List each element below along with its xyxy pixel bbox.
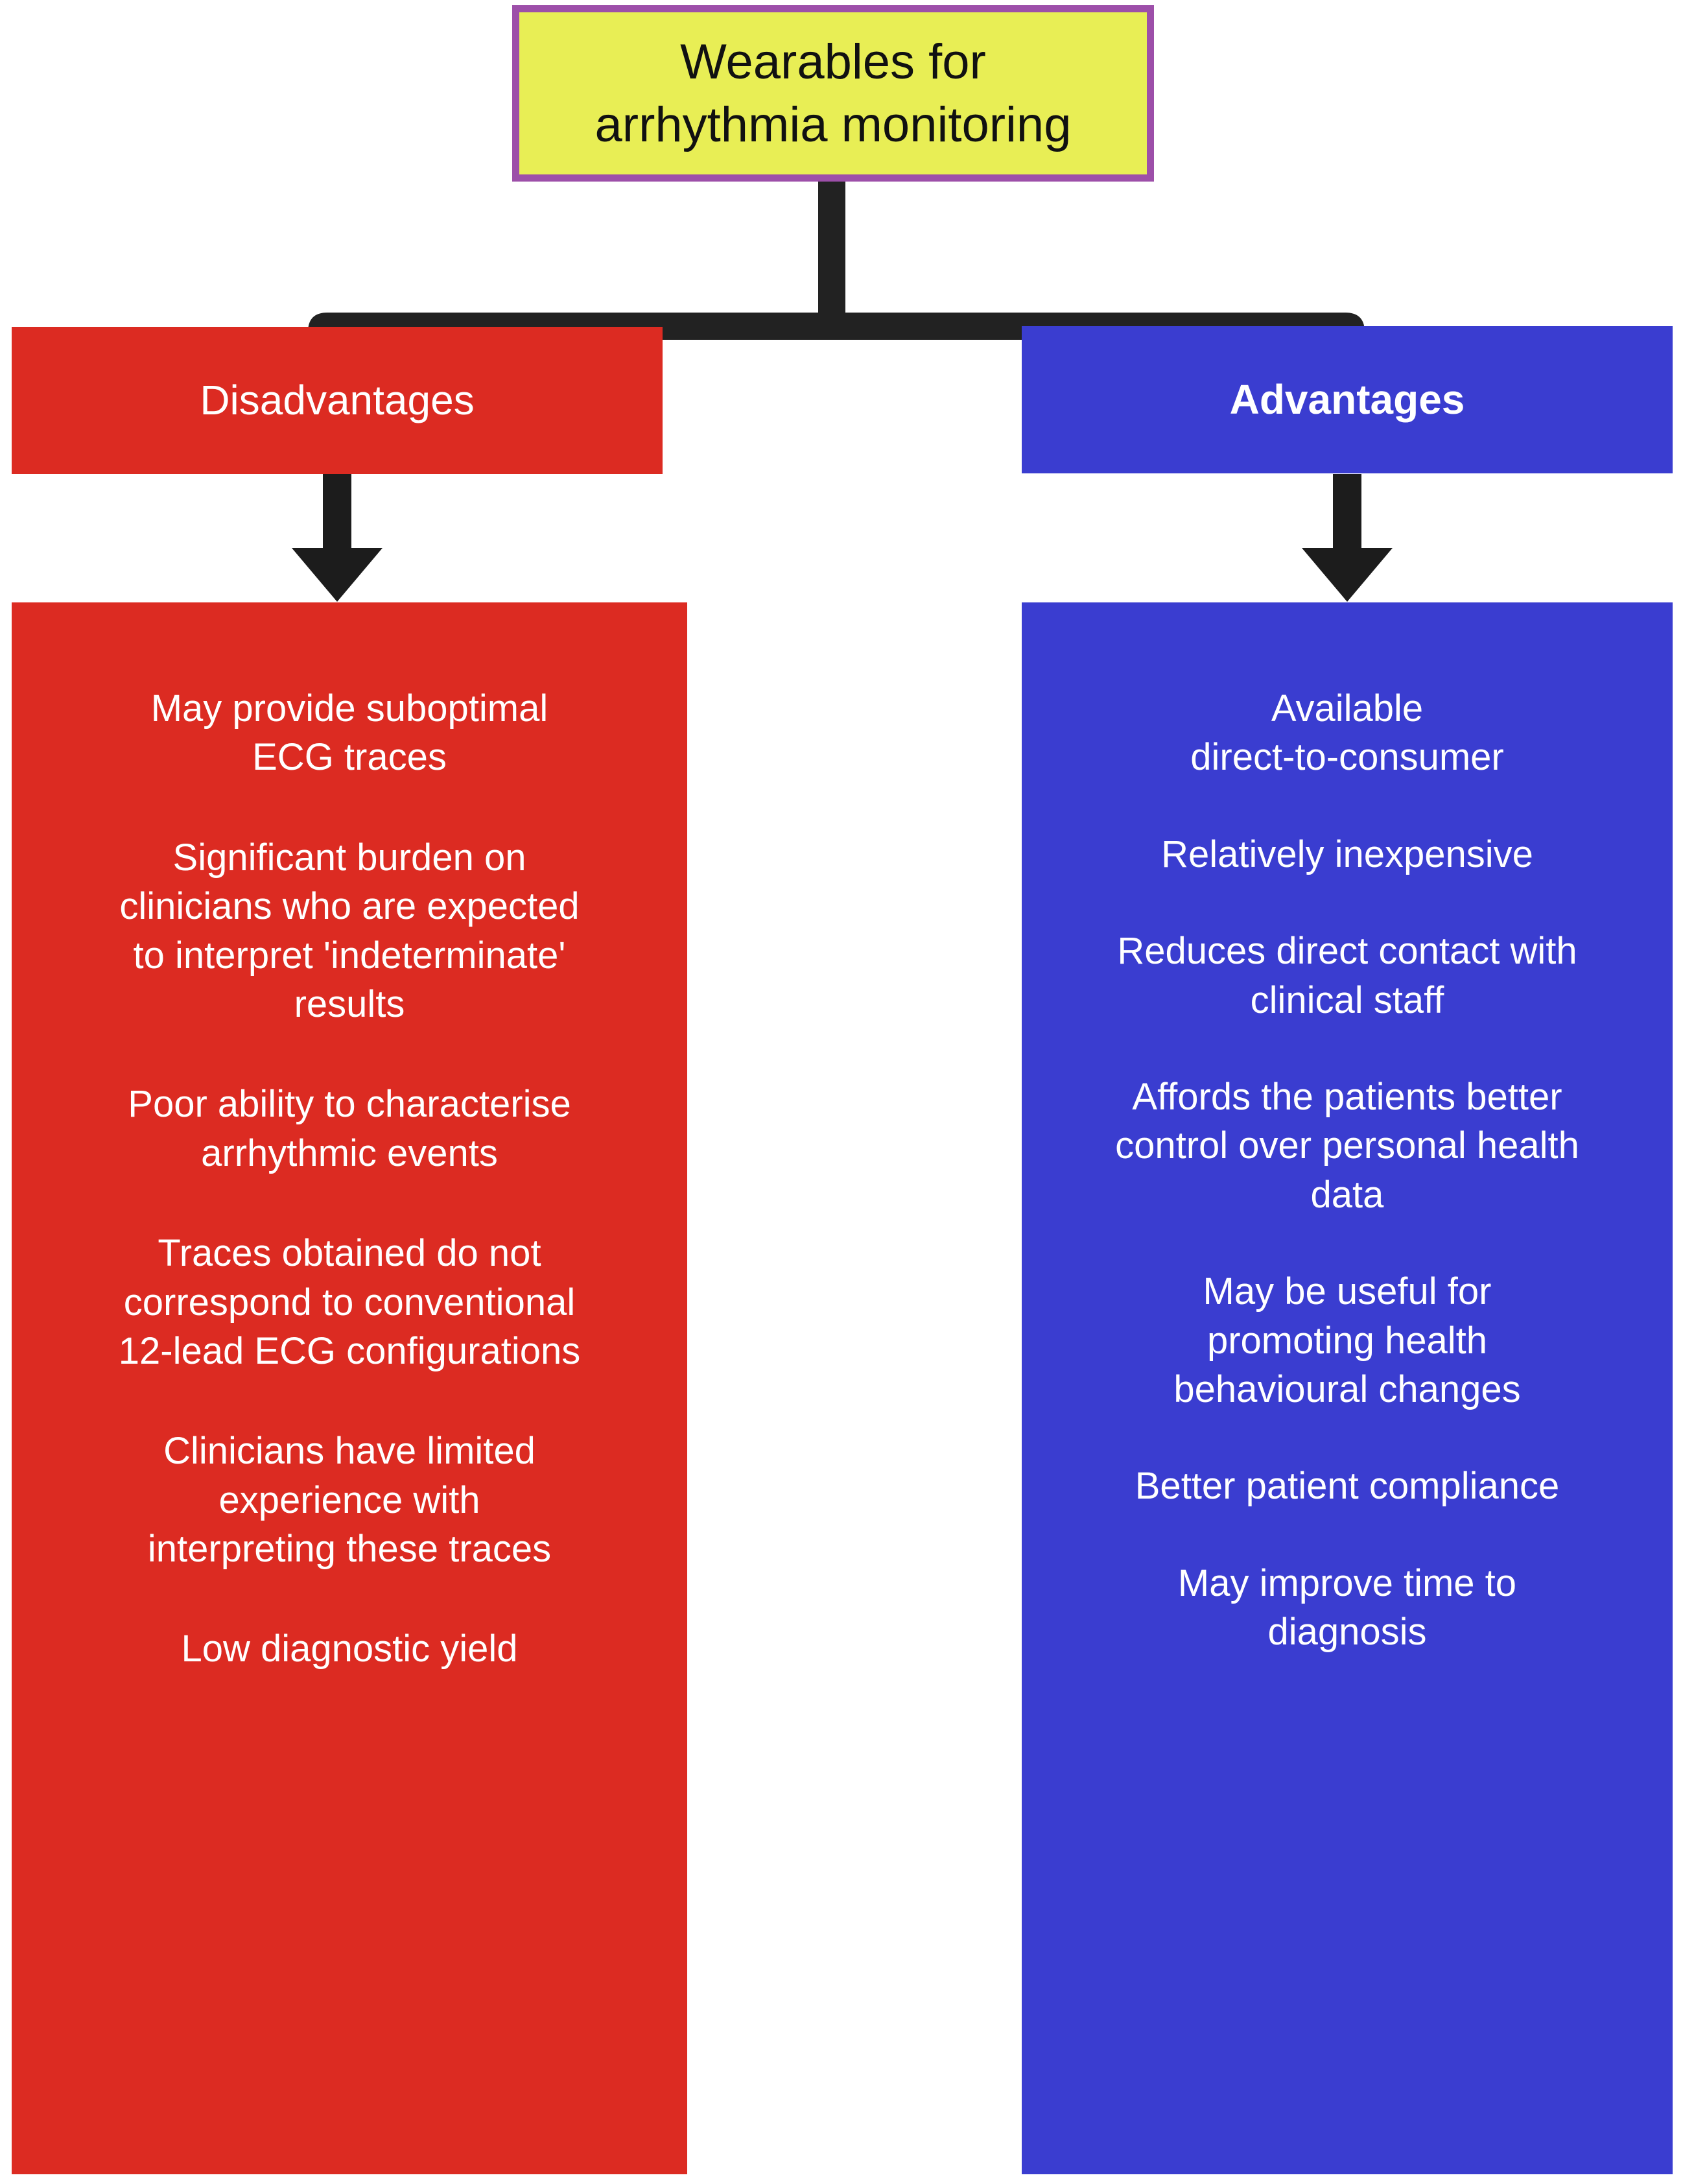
list-item: May improve time to diagnosis	[1177, 1561, 1517, 1654]
list-item: Traces obtained do not correspond to con…	[118, 1232, 581, 1372]
panel-disadvantages: May provide suboptimal ECG traces Signif…	[12, 602, 687, 2174]
vertical-stem-from-title	[818, 179, 845, 313]
list-item: Reduces direct contact with clinical sta…	[1117, 930, 1577, 1021]
arrow-left-shaft	[323, 474, 351, 557]
header-advantages-label: Advantages	[1229, 376, 1465, 423]
list-item: Affords the patients better control over…	[1115, 1075, 1579, 1216]
list-item: Poor ability to characterise arrhythmic …	[128, 1083, 571, 1174]
title-node-label: Wearables for arrhythmia monitoring	[594, 34, 1072, 152]
arrow-right-shaft	[1333, 474, 1361, 557]
title-node: Wearables for arrhythmia monitoring	[512, 5, 1154, 182]
list-item: Better patient compliance	[1135, 1465, 1560, 1508]
header-disadvantages: Disadvantages	[12, 327, 663, 474]
list-item: Clinicians have limited experience with …	[147, 1430, 552, 1571]
header-disadvantages-label: Disadvantages	[200, 377, 475, 424]
list-item: May be useful for promoting health behav…	[1173, 1270, 1521, 1410]
header-advantages: Advantages	[1022, 326, 1673, 473]
list-item: Significant burden on clinicians who are…	[119, 836, 580, 1025]
arrow-down-to-advantages	[1302, 548, 1393, 602]
list-item: May provide suboptimal ECG traces	[150, 687, 548, 779]
list-item: Low diagnostic yield	[181, 1628, 518, 1670]
list-item: Relatively inexpensive	[1161, 833, 1533, 875]
arrow-down-to-disadvantages	[292, 548, 383, 602]
panel-advantages: Available direct-to-consumer Relatively …	[1022, 602, 1673, 2174]
list-item: Available direct-to-consumer	[1190, 687, 1504, 779]
